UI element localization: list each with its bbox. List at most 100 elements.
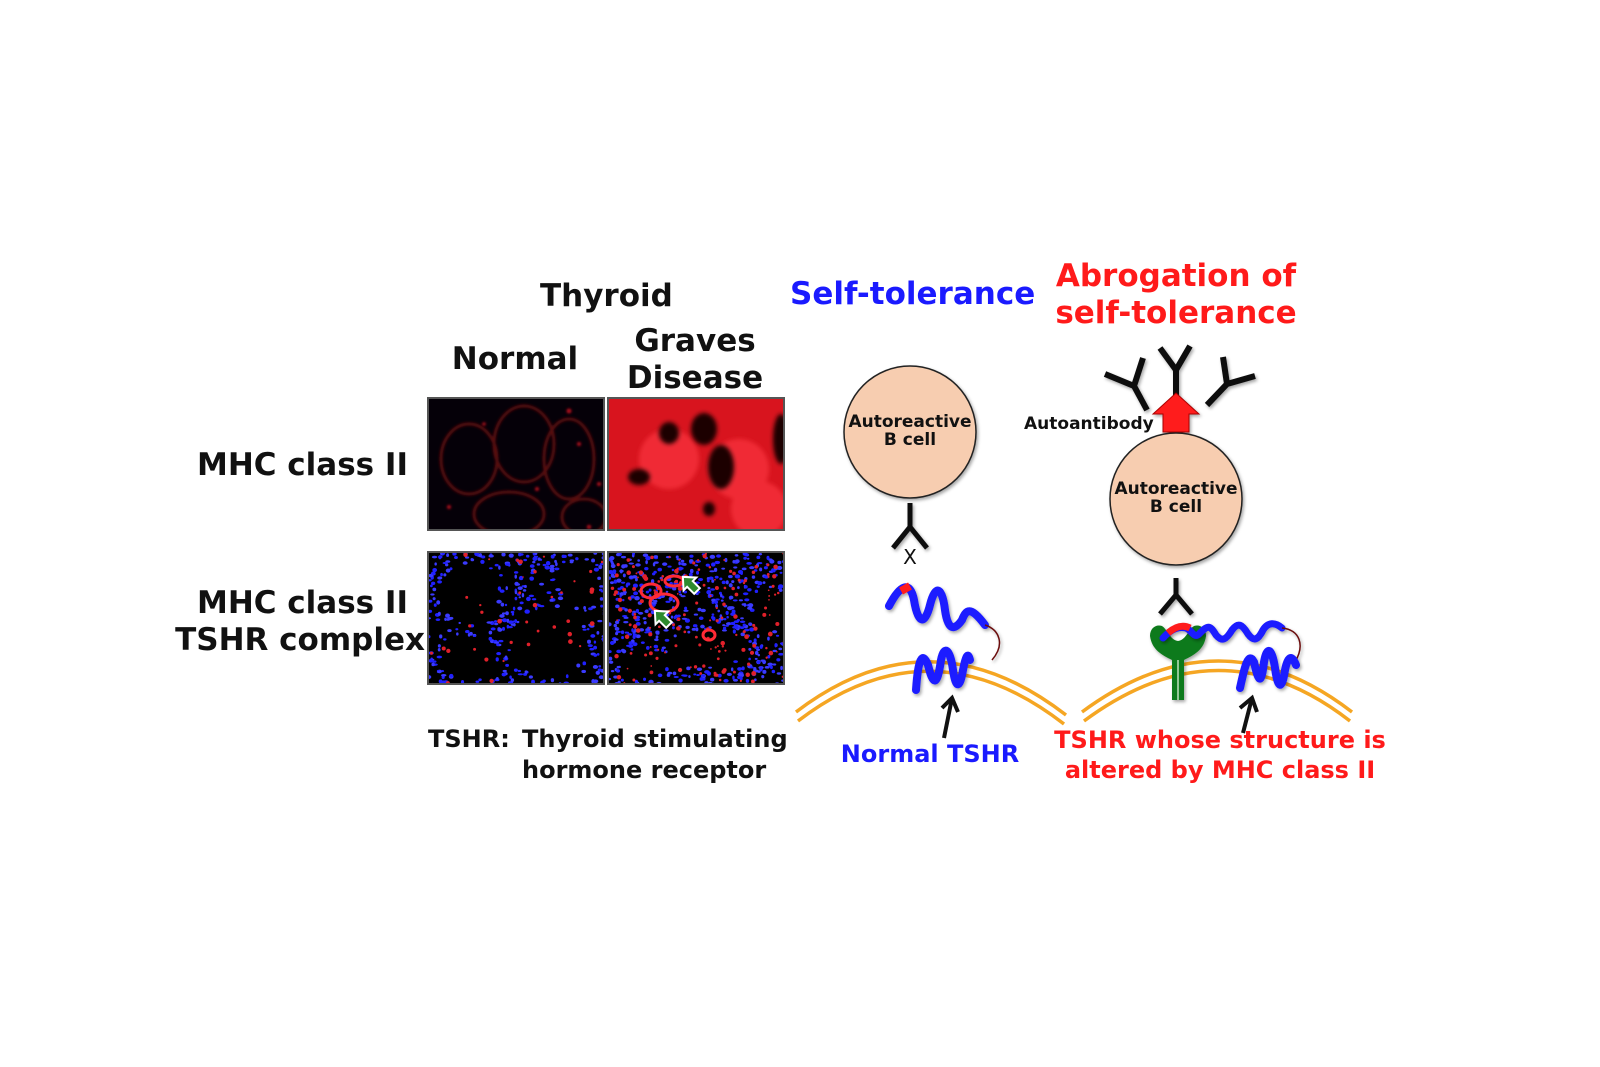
nucleus-speck: [619, 569, 624, 573]
nucleus-speck: [719, 577, 723, 581]
nucleus-speck: [652, 562, 656, 567]
nucleus-speck: [614, 682, 620, 683]
nucleus-speck: [643, 620, 647, 625]
nucleus-speck: [518, 575, 524, 581]
nucleus-speck: [621, 649, 627, 654]
nucleus-speck: [496, 651, 502, 656]
signal-speck: [694, 635, 698, 639]
nucleus-speck: [721, 580, 726, 585]
nucleus-speck: [523, 584, 527, 589]
nucleus-speck: [749, 627, 755, 632]
signal-speck: [751, 671, 757, 676]
nucleus-speck: [600, 604, 603, 608]
nucleus-speck: [586, 627, 590, 631]
signal-speck: [638, 570, 644, 575]
nucleus-speck: [432, 587, 437, 592]
nucleus-speck: [609, 571, 614, 575]
nucleus-speck: [761, 675, 765, 679]
nucleus-speck: [732, 559, 736, 564]
nucleus-speck: [504, 655, 508, 660]
nucleus-speck: [710, 562, 716, 567]
nucleus-speck: [763, 566, 768, 570]
nucleus-speck: [467, 633, 471, 637]
nucleus-speck: [745, 678, 750, 683]
nucleus-speck: [732, 599, 738, 602]
nucleus-speck: [593, 553, 598, 555]
signal-speck: [674, 579, 679, 584]
nucleus-speck: [739, 620, 746, 623]
nucleus-speck: [616, 578, 622, 583]
nucleus-speck: [688, 675, 691, 678]
nucleus-speck: [558, 682, 562, 683]
nucleus-speck: [620, 630, 625, 635]
signal-speck: [693, 665, 698, 669]
nucleus-speck: [708, 576, 714, 580]
row-label-mhc-class-ii: MHC class II: [196, 447, 408, 483]
nucleus-speck: [610, 560, 613, 563]
nucleus-speck: [613, 623, 618, 628]
nucleus-speck: [437, 580, 443, 584]
nucleus-speck: [766, 555, 770, 560]
nucleus-speck: [537, 557, 541, 561]
nucleus-speck: [631, 628, 634, 633]
nucleus-speck: [732, 629, 736, 634]
signal-speck: [750, 679, 755, 683]
nucleus-speck: [617, 680, 621, 683]
nucleus-speck: [621, 635, 625, 640]
nucleus-speck: [762, 659, 767, 665]
nucleus-speck: [517, 669, 522, 673]
nucleus-speck: [445, 568, 451, 573]
nucleus-speck: [635, 621, 641, 626]
signal-speck: [734, 592, 739, 597]
signal-speck: [731, 586, 735, 591]
signal-speck: [627, 596, 632, 600]
nucleus-speck: [508, 553, 514, 558]
nucleus-speck: [782, 665, 783, 667]
nucleus-speck: [739, 626, 745, 630]
nucleus-speck: [777, 560, 782, 565]
nucleus-speck: [726, 672, 732, 676]
signal-speck: [624, 634, 630, 639]
nucleus-speck: [681, 617, 688, 620]
nucleus-speck: [499, 589, 505, 593]
nucleus-speck: [592, 679, 599, 683]
nucleus-speck: [628, 644, 634, 648]
nucleus-speck: [740, 632, 745, 637]
nucleus-speck: [430, 593, 435, 596]
nucleus-speck: [640, 641, 645, 644]
nucleus-speck: [488, 630, 493, 635]
nucleus-speck: [624, 608, 628, 612]
nucleus-speck: [738, 599, 743, 602]
nucleus-speck: [617, 619, 621, 622]
nucleus-speck: [633, 591, 639, 596]
nucleus-speck: [550, 678, 555, 683]
nucleus-speck: [758, 553, 763, 556]
nucleus-speck: [436, 655, 443, 659]
nucleus-speck: [601, 637, 603, 641]
nucleus-speck: [771, 669, 776, 674]
nucleus-speck: [441, 553, 446, 555]
nucleus-speck: [623, 621, 629, 624]
column-label-normal: Normal: [451, 341, 579, 377]
nucleus-speck: [632, 553, 636, 556]
signal-speck: [614, 590, 619, 595]
nucleus-speck: [609, 640, 615, 645]
signal-speck: [568, 639, 573, 644]
nucleus-speck: [645, 590, 650, 594]
nucleus-speck: [704, 670, 710, 674]
signal-speck: [695, 602, 698, 605]
nucleus-speck: [549, 564, 555, 568]
nucleus-speck: [706, 590, 711, 595]
nucleus-speck: [695, 581, 700, 584]
signal-speck: [632, 624, 638, 629]
signal-speck: [765, 656, 768, 659]
signal-speck: [509, 640, 513, 645]
altered-tshr-extracellular-icon: [1159, 620, 1301, 663]
nucleus-speck: [716, 554, 722, 558]
nucleus-speck: [721, 595, 725, 599]
signal-speck: [525, 620, 529, 624]
signal-speck: [744, 634, 750, 640]
footnote-definition-line2: hormone receptor: [522, 756, 767, 784]
nucleus-speck: [737, 569, 744, 575]
nucleus-speck: [593, 653, 598, 657]
